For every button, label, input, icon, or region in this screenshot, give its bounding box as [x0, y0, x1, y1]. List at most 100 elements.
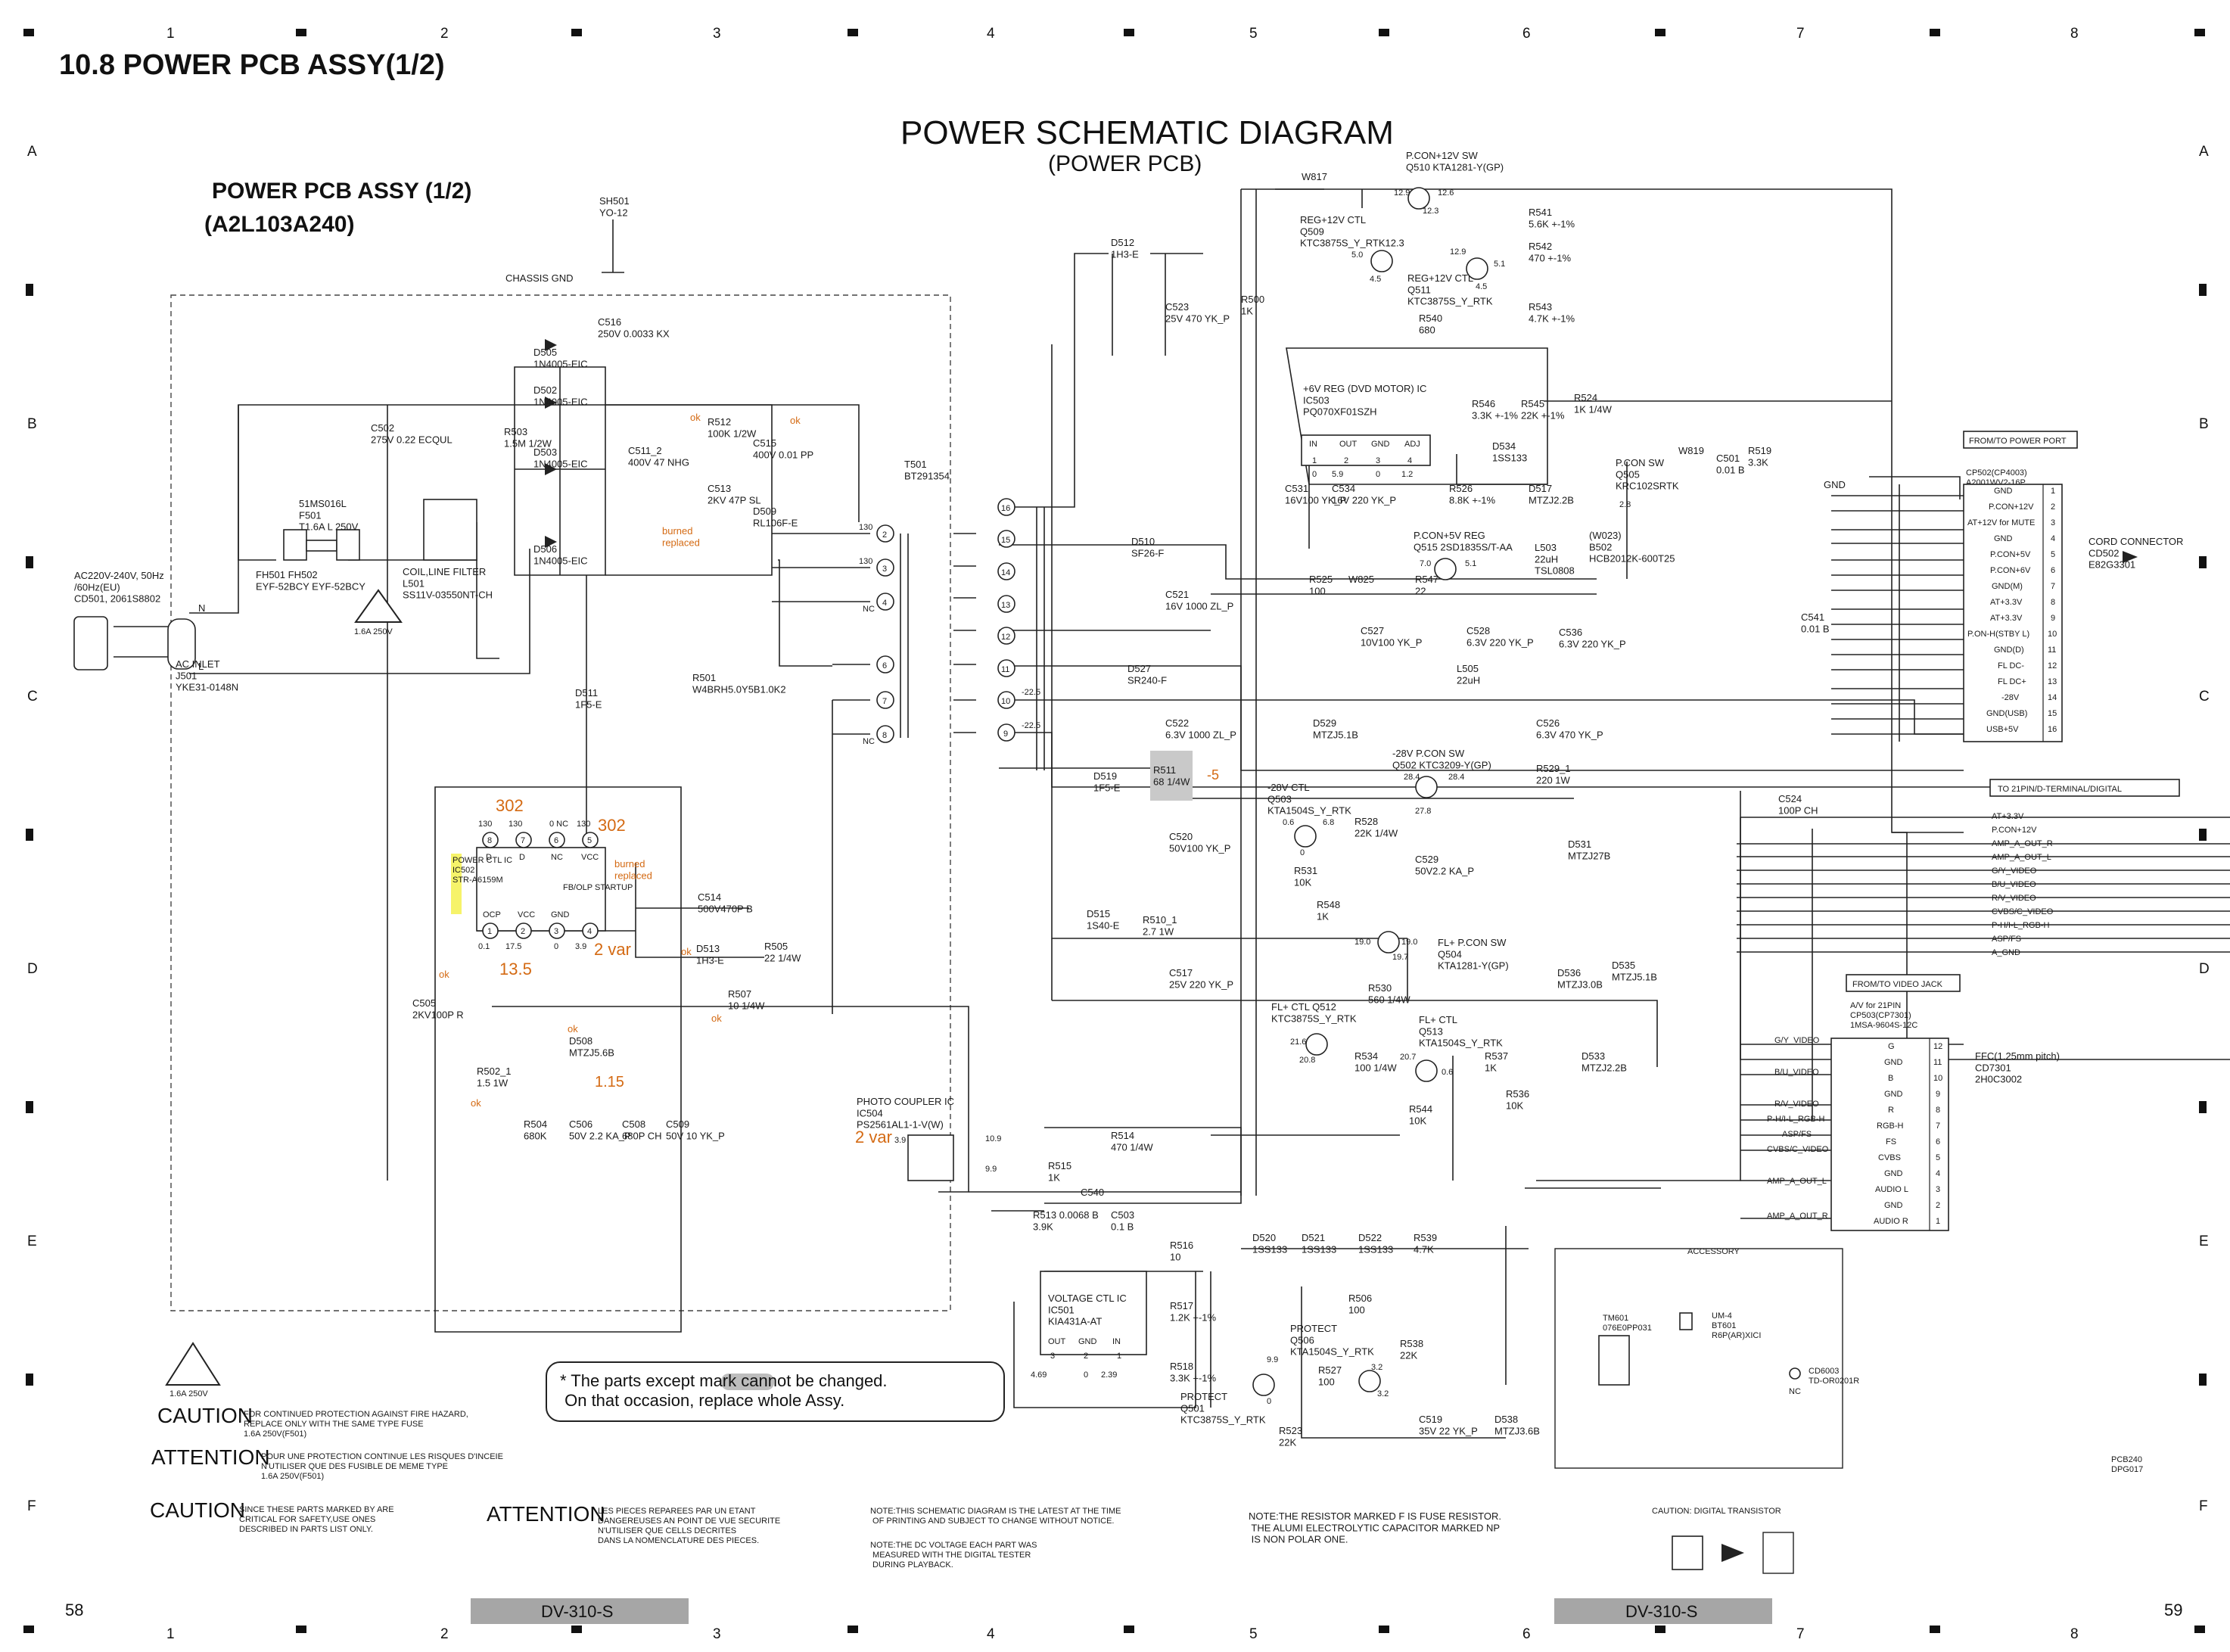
r511-highlight — [1150, 751, 1193, 801]
jack-signal: AUDIO R — [1874, 1217, 1908, 1226]
q502-v: 28.4 — [1404, 773, 1420, 782]
arrow-right-icon — [1721, 1544, 1744, 1562]
jack-pin: 6 — [1936, 1137, 1940, 1146]
pin-signal: P.CON+6V — [1990, 566, 2031, 575]
pin-number: 4 — [2051, 534, 2055, 543]
jack-signal: GND — [1884, 1169, 1903, 1178]
q501-v: 0 — [1267, 1397, 1271, 1406]
jack-left-signal: AMP_A_OUT_L — [1767, 1177, 1827, 1186]
ic503-num: 3 — [1376, 456, 1380, 465]
line-filter-icon — [423, 499, 477, 561]
model-box-right — [1554, 1598, 1772, 1624]
column-labels-bottom: 1 2 3 4 5 6 7 8 — [166, 1626, 2079, 1642]
transistor-icon — [1466, 257, 1488, 280]
q512-v: 20.8 — [1299, 1056, 1315, 1065]
annotation-2var: 2 var — [855, 1128, 892, 1146]
ok-note: ok — [790, 415, 801, 426]
ic502-body — [476, 847, 606, 932]
assy-code: (A2L103A240) — [204, 212, 354, 237]
q509-v: 5.0 — [1351, 250, 1363, 260]
terminal-signal: CVBS/C_VIDEO — [1992, 907, 2054, 916]
ic501-pin: GND — [1078, 1337, 1097, 1346]
power-port-pins: 1 2 3 4 5 6 7 8 9 10 11 12 13 14 15 16 — [2048, 487, 2057, 734]
row-label: F — [2199, 1498, 2208, 1514]
transistor-icon — [1415, 776, 1438, 798]
annotation-13-5: 13.5 — [499, 960, 532, 978]
q503-v: 0.6 — [1283, 818, 1294, 827]
ic502-volt: 130 — [509, 820, 522, 829]
ac-input: AC220V-240V, 50Hz/60Hz(EU)CD501, 2061S88… — [73, 195, 630, 693]
jack-pin: 8 — [1936, 1106, 1940, 1115]
jack-left-signal: CVBS/C_VIDEO — [1767, 1145, 1829, 1154]
ic503-volt: 0 — [1376, 470, 1380, 479]
pin-number: 5 — [2051, 550, 2055, 559]
pin-signal: -28V — [2001, 693, 2020, 702]
jack-pin: 1 — [1936, 1217, 1940, 1226]
q512-v: 21.6 — [1290, 1038, 1306, 1047]
pin-signal: GND(USB) — [1986, 709, 2027, 718]
ic502-pin-name: D — [519, 853, 525, 862]
t501-pin: 6 — [882, 661, 887, 670]
pin-signal: FL DC- — [1998, 661, 2024, 670]
ok-note: ok — [439, 969, 449, 980]
t501-volt: NC — [863, 605, 875, 614]
ic502-pin-name: GND — [551, 910, 570, 919]
n-label: N — [198, 602, 205, 614]
ic502-pin: 5 — [587, 836, 592, 845]
ic504-v2: 10.9 — [985, 1134, 1001, 1143]
diode-icon — [545, 339, 557, 351]
col-label: 4 — [987, 1626, 995, 1642]
t501-pin: 13 — [1001, 601, 1010, 610]
ic503-num: 2 — [1344, 456, 1348, 465]
row-label: D — [2199, 961, 2210, 977]
ok-note: ok — [681, 946, 692, 957]
battery-icon — [1679, 1312, 1693, 1330]
pin-signal: P.ON-H(STBY L) — [1967, 630, 2029, 639]
caution-digital: CAUTION: DIGITAL TRANSISTOR — [1652, 1507, 1781, 1516]
ic502-pin: 8 — [487, 836, 492, 845]
terminal-signal: G/Y_VIDEO — [1992, 866, 2037, 876]
q510-v: 12.3 — [1423, 207, 1438, 216]
ic503-pin: ADJ — [1404, 440, 1420, 449]
ic502-pin: 1 — [487, 927, 492, 936]
pin-number: 15 — [2048, 709, 2057, 718]
jack-pin: 9 — [1936, 1090, 1940, 1099]
q510-v: 12.6 — [1438, 188, 1454, 198]
col-label: 2 — [440, 26, 449, 42]
terminal-signal: A_GND — [1992, 948, 2020, 957]
col-label: 8 — [2070, 1626, 2079, 1642]
nc-label: NC — [1789, 1387, 1801, 1396]
col-label: 5 — [1249, 1626, 1258, 1642]
power-port-title: FROM/TO POWER PORT — [1969, 437, 2067, 446]
q511-v: 4.5 — [1476, 282, 1487, 291]
pin-signal: P.CON+12V — [1989, 502, 2034, 512]
ic502-pin-name: VCC — [581, 853, 599, 862]
t501-volt: -22.5 — [1022, 721, 1040, 730]
